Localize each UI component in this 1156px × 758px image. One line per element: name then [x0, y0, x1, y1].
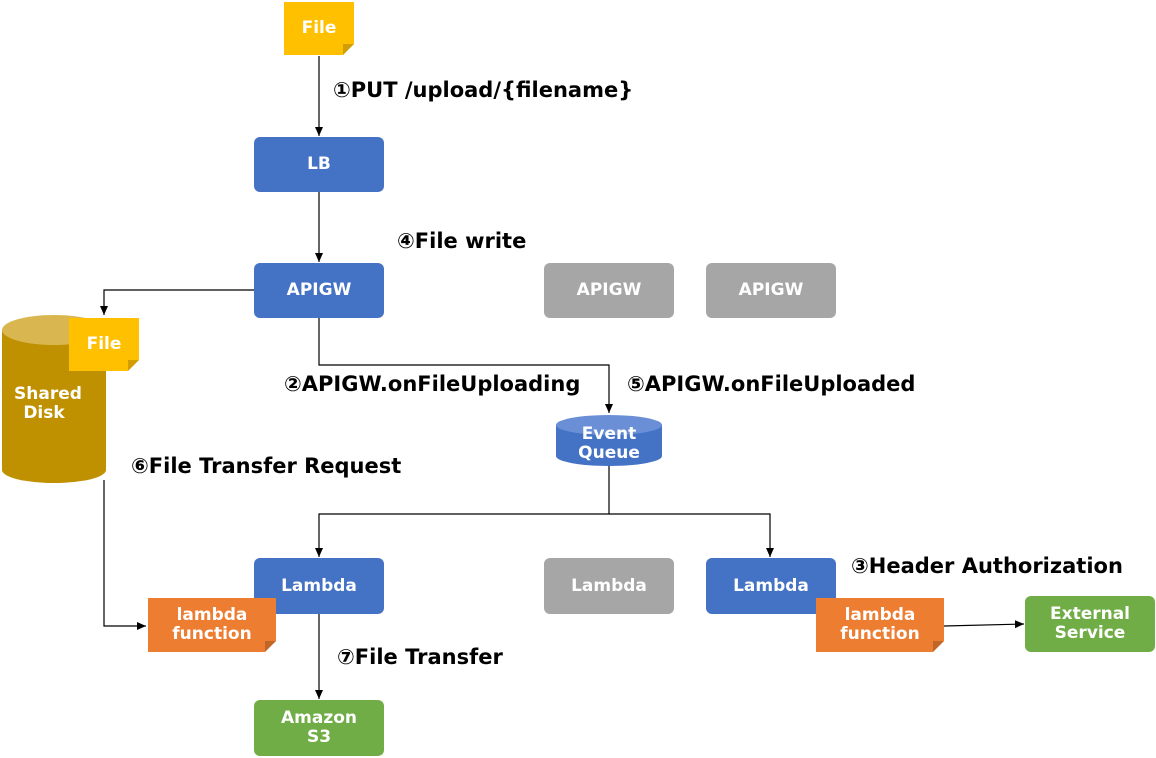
shared-disk-label: Shared Disk [14, 384, 82, 423]
arrow-apigw-to-queue [318, 318, 613, 413]
step-5-label: ⑤APIGW.onFileUploaded [627, 372, 916, 396]
apigw-node-2: APIGW [544, 263, 674, 318]
arrow-queue-to-lambda-left [315, 466, 610, 557]
lambda-node-mid: Lambda [544, 558, 674, 614]
step-7-label: ⑦File Transfer [337, 645, 503, 669]
lambda-fn-left-fold [265, 641, 276, 652]
step-3-label: ③Header Authorization [851, 554, 1123, 578]
lb-label: LB [307, 154, 331, 174]
apigw-main-label: APIGW [286, 280, 352, 300]
lambda-fn-left-label: lambda function [172, 605, 252, 644]
lambda-fn-right-dogear [933, 641, 944, 652]
apigw-3-label: APIGW [738, 280, 804, 300]
arrow-lambda-fn-to-external [943, 620, 1025, 629]
step-6-label: ⑥File Transfer Request [131, 454, 402, 478]
file-top-node: File [284, 2, 354, 55]
file-disk-dogear [128, 360, 139, 371]
lambda-mid-label: Lambda [571, 575, 647, 596]
apigw-node-main: APIGW [254, 263, 384, 318]
lambda-right-label: Lambda [733, 575, 809, 596]
lambda-fn-right-label: lambda function [840, 605, 920, 644]
step-4-label: ④File write [397, 229, 527, 253]
apigw-node-3: APIGW [706, 263, 836, 318]
amazon-s3-node: Amazon S3 [254, 700, 384, 756]
lambda-function-left: lambda function [148, 598, 276, 652]
arrow-apigw-to-disk [100, 289, 254, 315]
file-top-dogear [343, 44, 354, 55]
file-disk-label: File [86, 334, 122, 354]
apigw-2-label: APIGW [576, 280, 642, 300]
file-disk-fold [128, 360, 139, 371]
lb-node: LB [254, 137, 384, 192]
lambda-fn-right-fold [933, 641, 944, 652]
arrow-disk-to-lambda-fn [103, 480, 146, 630]
external-service-node: External Service [1025, 596, 1155, 652]
event-queue-cylinder [556, 415, 662, 466]
lambda-node-right: Lambda [706, 558, 836, 614]
file-top-label: File [301, 18, 337, 38]
file-disk-node: File [69, 318, 139, 371]
lambda-fn-left-dogear [265, 641, 276, 652]
lambda-left-label: Lambda [281, 575, 357, 596]
step-2-label: ②APIGW.onFileUploading [284, 372, 581, 396]
external-service-label: External Service [1049, 604, 1131, 643]
file-top-fold [343, 44, 354, 55]
lambda-function-right: lambda function [816, 598, 944, 652]
amazon-s3-label: Amazon S3 [280, 708, 358, 747]
step-1-label: ①PUT /upload/{filename} [333, 78, 634, 102]
arrow-queue-to-lambda-right [609, 513, 774, 557]
event-queue-label: Event Queue [578, 424, 640, 463]
